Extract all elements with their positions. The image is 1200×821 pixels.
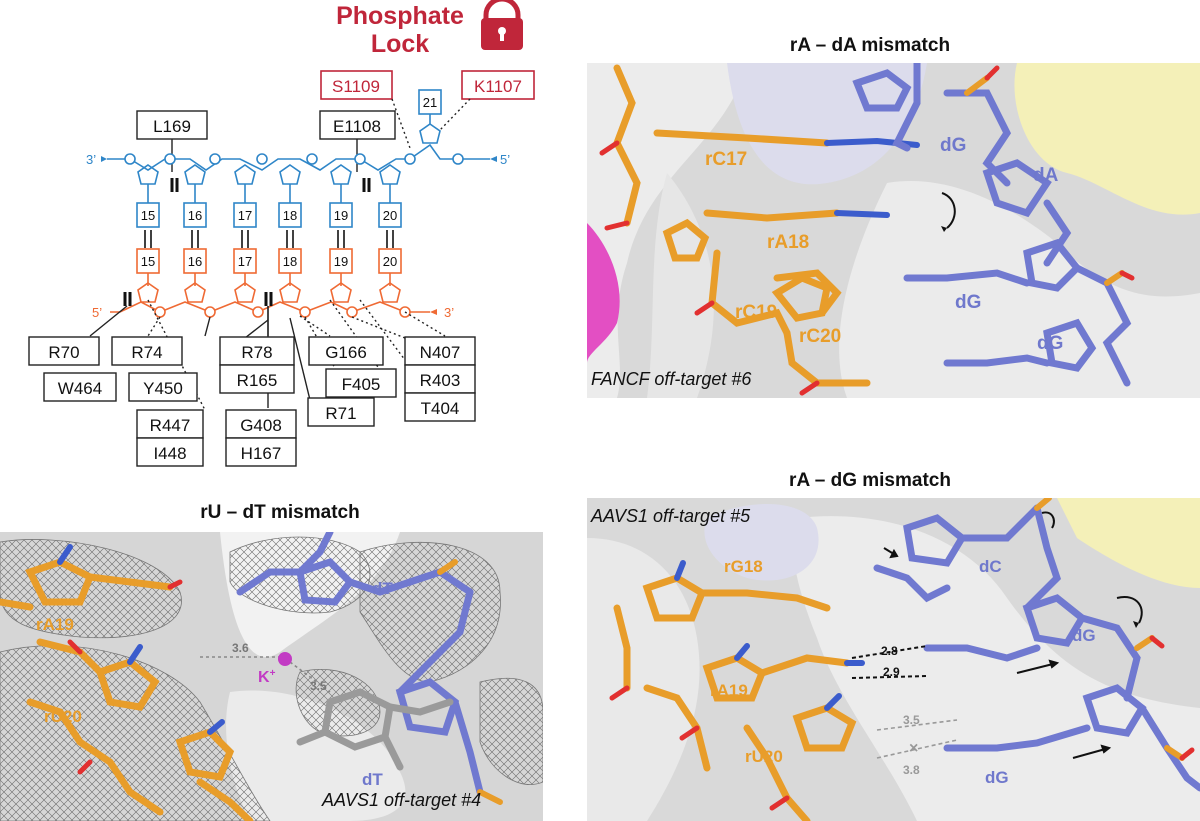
rna-pos-15: 15 [141, 254, 155, 269]
label-ra18: rA18 [767, 232, 809, 253]
potassium-ion [278, 652, 292, 666]
residue-s1109: S1109 [332, 77, 380, 96]
residue-r70: R70 [48, 343, 79, 362]
label-rc19: rC19 [735, 302, 777, 323]
structure-panel-ra-dg: × rG18 rA19 rU20 dC dG dG 2.8 2.9 3.5 3.… [587, 498, 1200, 821]
dna-pos-18: 18 [283, 208, 297, 223]
rna-pos-19: 19 [334, 254, 348, 269]
dna-pos-19: 19 [334, 208, 348, 223]
residue-r447: R447 [150, 416, 191, 435]
label-da: dA [1033, 165, 1059, 186]
residue-w464: W464 [58, 379, 102, 398]
dna-pos-17: 17 [238, 208, 252, 223]
label-dt-1: dT [372, 579, 393, 598]
residue-r165: R165 [237, 371, 278, 390]
residue-i448: I448 [153, 444, 186, 463]
label-dg-2: dG [955, 292, 981, 313]
rna-pos-16: 16 [188, 254, 202, 269]
distance-3-5-dt: 3.5 [310, 679, 327, 693]
label-dg-2: dG [985, 768, 1009, 787]
residue-r403: R403 [420, 371, 461, 390]
label-dg-3: dG [1037, 333, 1063, 354]
residue-h167: H167 [241, 444, 282, 463]
dna-pos-20: 20 [383, 208, 397, 223]
residue-r78: R78 [241, 343, 272, 362]
label-ru20: rU20 [44, 707, 82, 726]
label-dc: dC [979, 557, 1002, 576]
residue-g166: G166 [325, 343, 367, 362]
residue-t404: T404 [421, 399, 460, 418]
svg-text:×: × [909, 740, 918, 757]
distance-2-9: 2.9 [883, 665, 900, 679]
label-ra19: rA19 [710, 681, 748, 700]
structure-panel-ra-da: rC17 rA18 rC19 rC20 dG dA dG dG FANCF of… [587, 63, 1200, 398]
label-dg-1: dG [1072, 626, 1096, 645]
panel-title-ra-dg: rA – dG mismatch [680, 470, 1060, 492]
rna-3prime-label: 3’ [444, 305, 454, 320]
label-ru20: rU20 [745, 747, 783, 766]
structure-panel-ru-dt: rA19 rU20 dT dT K+ 3.6 3.5 AAVS1 off-tar… [0, 532, 543, 821]
residue-r74: R74 [131, 343, 162, 362]
phosphate-lock-title-line2: Lock [371, 30, 429, 58]
dna-pos-15: 15 [141, 208, 155, 223]
rna-pos-17: 17 [238, 254, 252, 269]
residue-y450: Y450 [143, 379, 183, 398]
label-ra19: rA19 [36, 615, 74, 634]
rna-pos-18: 18 [283, 254, 297, 269]
residue-k1107: K1107 [474, 77, 522, 96]
residue-f405: F405 [342, 375, 381, 394]
caption-fancf: FANCF off-target #6 [591, 369, 752, 389]
dna-pos-16: 16 [188, 208, 202, 223]
label-rc20: rC20 [799, 326, 841, 347]
distance-3-8: 3.8 [903, 763, 920, 777]
dna-pos-21: 21 [423, 95, 437, 110]
label-rg18: rG18 [724, 557, 763, 576]
lock-icon [481, 0, 523, 50]
dna-3prime-label: 3’ [86, 152, 96, 167]
residue-e1108: E1108 [333, 117, 381, 136]
rna-pos-20: 20 [383, 254, 397, 269]
distance-2-8: 2.8 [881, 644, 898, 658]
residue-l169: L169 [153, 117, 191, 136]
distance-3-6: 3.6 [232, 641, 249, 655]
residue-g408: G408 [240, 416, 282, 435]
panel-title-ra-da: rA – dA mismatch [680, 35, 1060, 57]
distance-3-5: 3.5 [903, 713, 920, 727]
rna-5prime-label: 5’ [92, 305, 102, 320]
caption-aavs1-4: AAVS1 off-target #4 [321, 790, 481, 810]
residue-r71: R71 [325, 404, 356, 423]
label-rc17: rC17 [705, 149, 747, 170]
phosphate-lock-title-line1: Phosphate [336, 2, 464, 30]
label-dt-2: dT [362, 770, 383, 789]
panel-title-ru-dt: rU – dT mismatch [90, 502, 470, 524]
residue-n407: N407 [420, 343, 461, 362]
caption-aavs1-5: AAVS1 off-target #5 [590, 506, 751, 526]
nucleic-acid-schematic: Phosphate Lock S1109 K1107 L169 E1108 [0, 0, 580, 475]
label-dg-1: dG [940, 135, 966, 156]
dna-5prime-label: 5’ [500, 152, 510, 167]
